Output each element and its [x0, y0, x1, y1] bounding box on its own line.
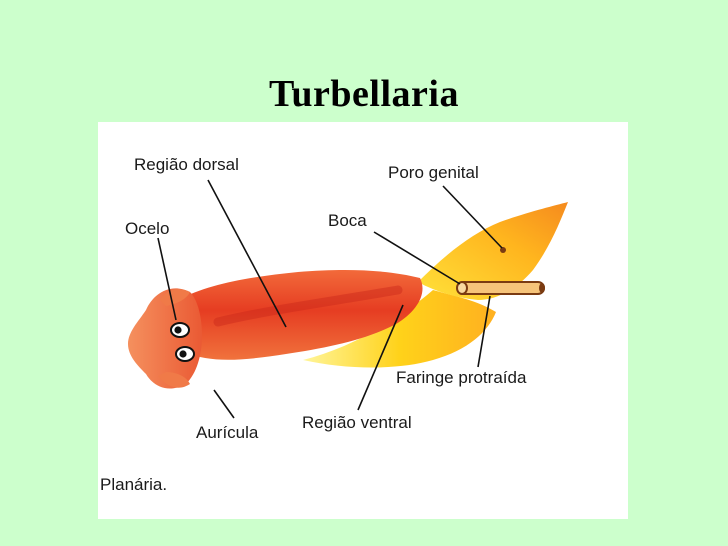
planaria-diagram: Região dorsal Ocelo Aurícula Boca Poro g…	[100, 155, 568, 494]
leader-lines	[157, 179, 503, 419]
pharynx-tube	[456, 281, 545, 295]
dorsal-stripe	[213, 285, 403, 327]
dorsal-body-shape	[178, 270, 423, 360]
genital-pore-dot	[500, 247, 506, 253]
ocelo-right	[175, 346, 195, 362]
leader-poro-genital	[442, 185, 503, 249]
label-boca: Boca	[328, 211, 367, 230]
label-auricula: Aurícula	[196, 423, 259, 442]
posterior-tail-shape	[418, 202, 568, 300]
figure-caption: Planária.	[100, 475, 167, 494]
auricle-top	[160, 289, 190, 306]
label-regiao-ventral: Região ventral	[302, 413, 412, 432]
label-faringe-protraida: Faringe protraída	[396, 368, 527, 387]
slide-title: Turbellaria	[269, 73, 459, 115]
leader-regiao-dorsal	[207, 179, 287, 328]
ocelo-left	[170, 322, 190, 338]
label-poro-genital: Poro genital	[388, 163, 479, 182]
auricle-bottom	[158, 372, 190, 388]
leader-ocelo	[157, 237, 177, 321]
leader-faringe	[477, 295, 491, 368]
label-ocelo: Ocelo	[125, 219, 169, 238]
leader-regiao-ventral	[357, 304, 404, 411]
label-regiao-dorsal: Região dorsal	[134, 155, 239, 174]
leader-auricula	[213, 389, 235, 419]
planaria-figure: Região dorsal Ocelo Aurícula Boca Poro g…	[98, 122, 628, 519]
ventral-region-shape	[303, 290, 496, 368]
head-shape	[128, 288, 202, 389]
leader-boca	[373, 231, 461, 285]
